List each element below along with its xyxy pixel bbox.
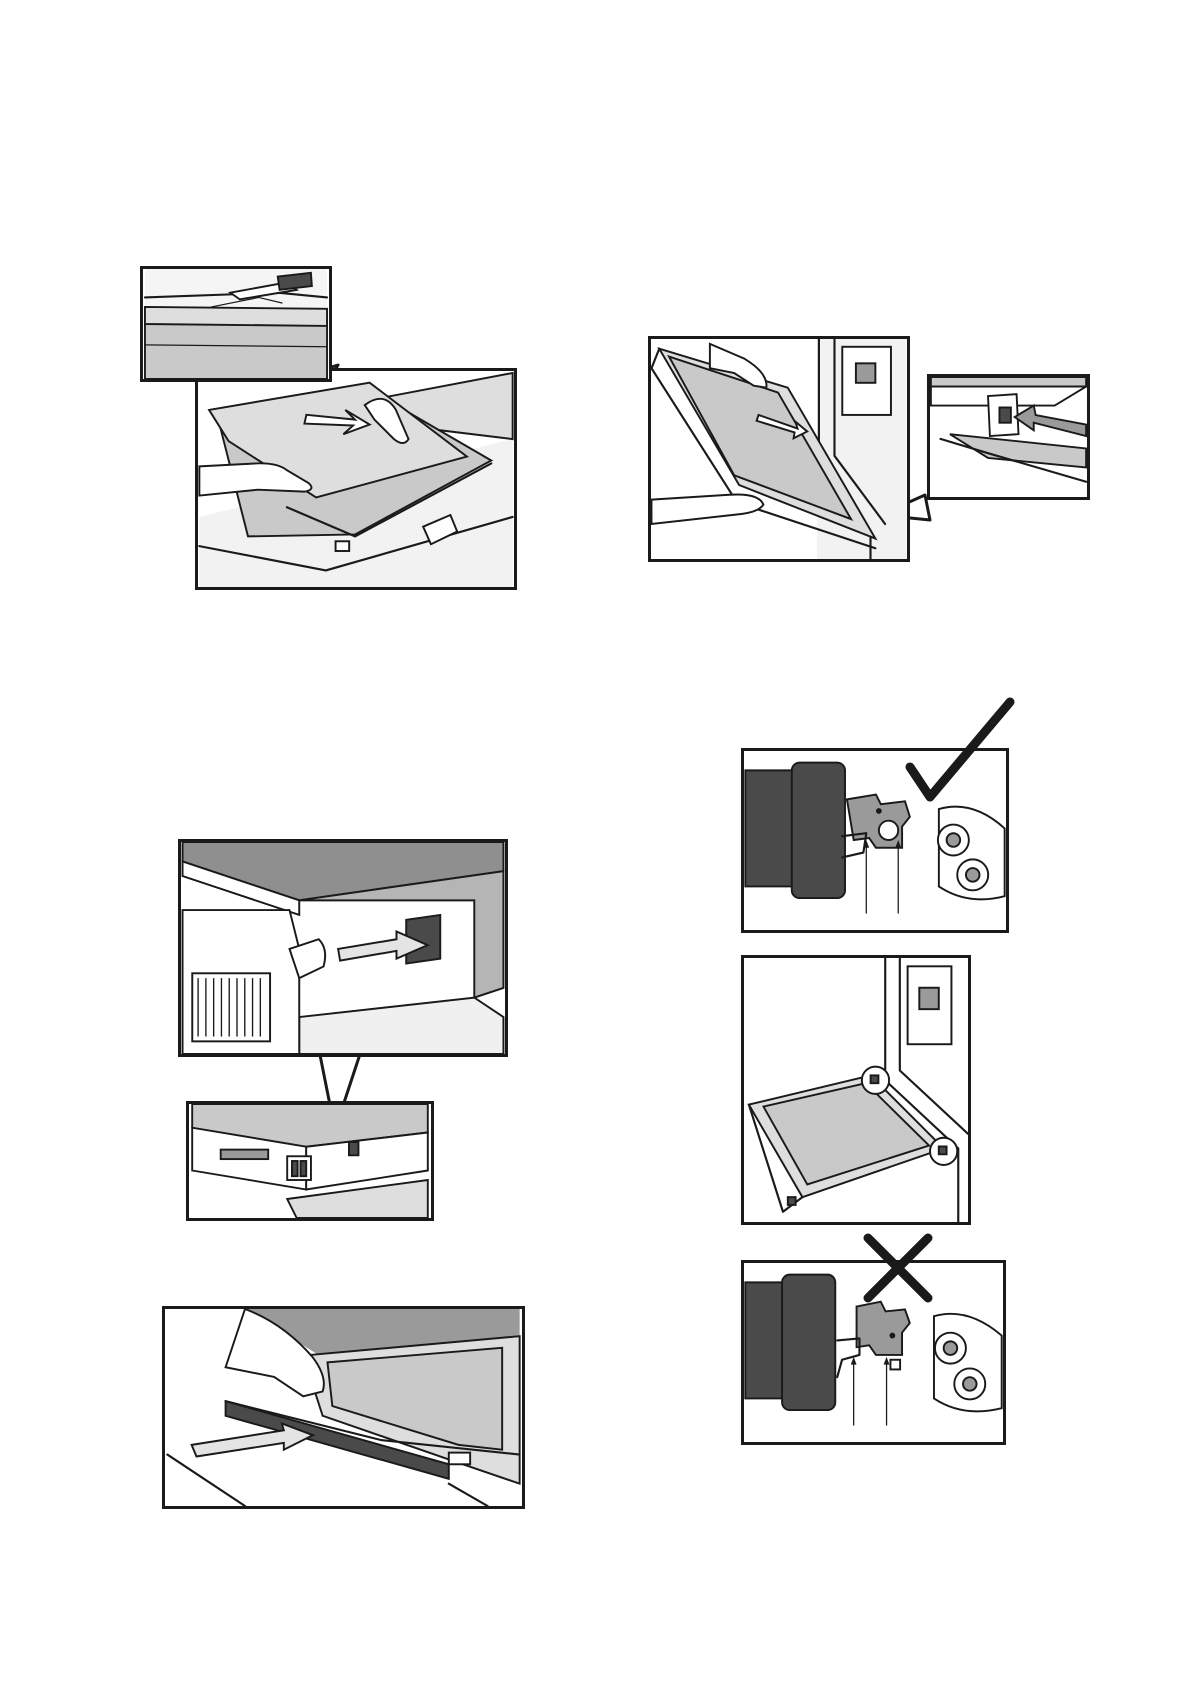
figure-push-glass-into-profile [162,1306,525,1509]
inset-release-clip-detail [927,374,1090,500]
hands-pushing-glass-illustration [165,1309,522,1506]
hinge-clip-incorrect-illustration [744,1263,1003,1442]
open-oven-door-hinges-illustration [744,958,968,1222]
figure-hinge-clip-correct [741,748,1009,933]
hands-sliding-glass-panel-illustration [198,371,514,587]
figure-insert-glass-into-slot [178,839,508,1057]
glass-clip-closeup-illustration [143,269,329,379]
glass-slot-insertion-illustration [181,842,505,1054]
figure-hinge-clip-incorrect [741,1260,1006,1445]
figure-remove-inner-glass [195,368,517,590]
inset-slot-detail [186,1101,434,1221]
figure-remove-door-glass [648,336,910,562]
inset-glass-clip-detail [140,266,332,382]
slot-closeup-illustration [189,1104,431,1218]
door-glass-release-clip-illustration [651,339,907,559]
release-clip-closeup-illustration [930,377,1087,497]
hinge-clip-correct-illustration [744,751,1006,930]
figure-door-hinges-overview [741,955,971,1225]
